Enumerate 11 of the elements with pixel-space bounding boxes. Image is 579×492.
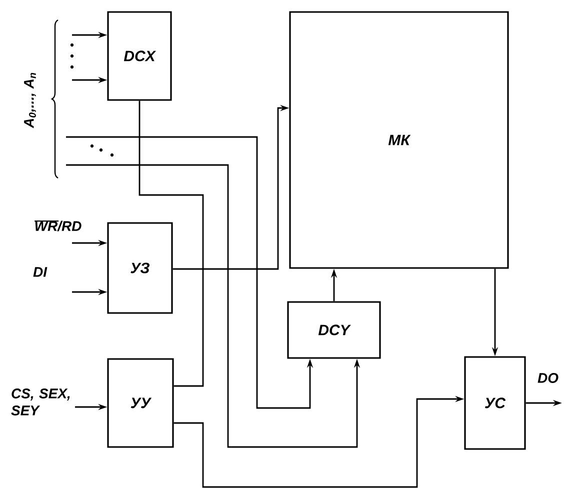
block-box: DCY [287, 301, 381, 359]
block-box: DCX [107, 11, 172, 101]
edge-label: DI [32, 266, 48, 278]
block-box: УУ [107, 358, 174, 448]
edge-label: CS, SEX, SEY [10, 388, 74, 416]
edge-label: DO [536, 372, 560, 384]
signal-label: A$_{0}$,..., A$_{n}$ [24, 72, 36, 128]
block-box: УС [464, 356, 526, 450]
block-box: УЗ [107, 222, 173, 314]
edge-label: WR/RD [33, 220, 83, 232]
block-box: МК [289, 11, 509, 269]
